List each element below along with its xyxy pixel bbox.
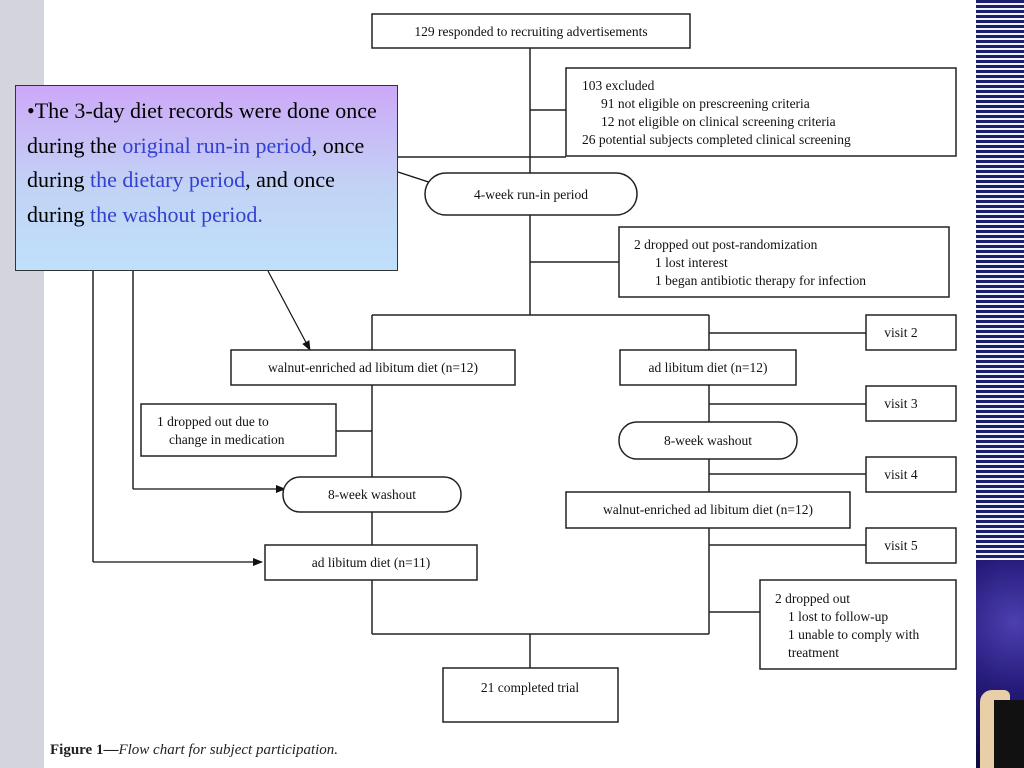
final-dropped-line-1: 2 dropped out	[775, 591, 850, 606]
final-dropped-line-2: 1 lost to follow-up	[788, 609, 888, 624]
callout-text-2: , once during	[27, 132, 365, 193]
excluded-line-1: 103 excluded	[582, 78, 655, 93]
left-dropped-line-2: change in medication	[169, 432, 285, 447]
dropped-post-line-2: 1 lost interest	[655, 255, 728, 270]
responded-label: 129 responded to recruiting advertisemen…	[414, 24, 647, 39]
callout-highlight-run-in: original run-in period	[122, 132, 312, 158]
visit5-box	[865, 527, 957, 564]
dropped-post-line-3: 1 began antibiotic therapy for infection	[655, 273, 866, 288]
slide-right-decoration	[976, 0, 1024, 768]
callout-box: •The 3-day diet records were done once d…	[15, 85, 398, 271]
right-ad-lib-label: ad libitum diet (n=12)	[649, 360, 768, 375]
visit4-box	[865, 456, 957, 493]
right-walnut-diet-box	[565, 491, 851, 529]
final-dropped-box	[759, 579, 957, 670]
left-dropped-line-1: 1 dropped out due to	[157, 414, 269, 429]
visit5-label: visit 5	[884, 538, 918, 553]
dropped-post-line-1: 2 dropped out post-randomization	[634, 237, 818, 252]
responded-box	[371, 13, 691, 49]
callout-highlight-washout: the washout period.	[89, 201, 263, 227]
visit2-label: visit 2	[884, 325, 917, 340]
visit4-label: visit 4	[884, 467, 918, 482]
right-washout-ellipse	[618, 421, 798, 460]
figure-caption: Figure 1—Flow chart for subject particip…	[50, 742, 338, 759]
callout-highlight-dietary: the dietary period	[89, 167, 246, 192]
visit2-box	[865, 314, 957, 351]
caption-label: Figure 1—	[50, 742, 119, 758]
left-dropped-box	[140, 403, 337, 457]
right-washout-label: 8-week washout	[664, 433, 752, 448]
completed-box	[442, 667, 619, 723]
left-walnut-diet-box	[230, 349, 516, 386]
excluded-line-4: 26 potential subjects completed clinical…	[582, 132, 851, 147]
completed-label: 21 completed trial	[481, 680, 579, 695]
excluded-box	[565, 67, 957, 157]
dropped-post-randomization-box	[618, 226, 950, 298]
final-dropped-line-3: 1 unable to comply with	[788, 627, 919, 642]
callout-text-3: , and once during	[27, 167, 335, 227]
left-walnut-diet-label: walnut-enriched ad libitum diet (n=12)	[268, 360, 478, 375]
callout-text-1: •The 3-day diet records were done once d…	[27, 98, 377, 158]
final-dropped-line-4: treatment	[788, 645, 839, 660]
left-ad-lib-box	[264, 544, 478, 581]
right-ad-lib-box	[619, 349, 797, 386]
left-ad-lib-label: ad libitum diet (n=11)	[312, 555, 430, 570]
excluded-line-3: 12 not eligible on clinical screening cr…	[601, 114, 836, 129]
visit3-box	[865, 385, 957, 422]
run-in-ellipse	[424, 172, 638, 216]
left-washout-ellipse	[282, 476, 462, 513]
left-washout-label: 8-week washout	[328, 487, 416, 502]
excluded-line-2: 91 not eligible on prescreening criteria	[601, 96, 810, 111]
caption-text: Flow chart for subject participation.	[118, 742, 339, 758]
visit3-label: visit 3	[884, 396, 918, 411]
right-walnut-diet-label: walnut-enriched ad libitum diet (n=12)	[603, 502, 813, 517]
decorative-sleeve-image	[994, 700, 1024, 768]
run-in-label: 4-week run-in period	[474, 187, 588, 202]
